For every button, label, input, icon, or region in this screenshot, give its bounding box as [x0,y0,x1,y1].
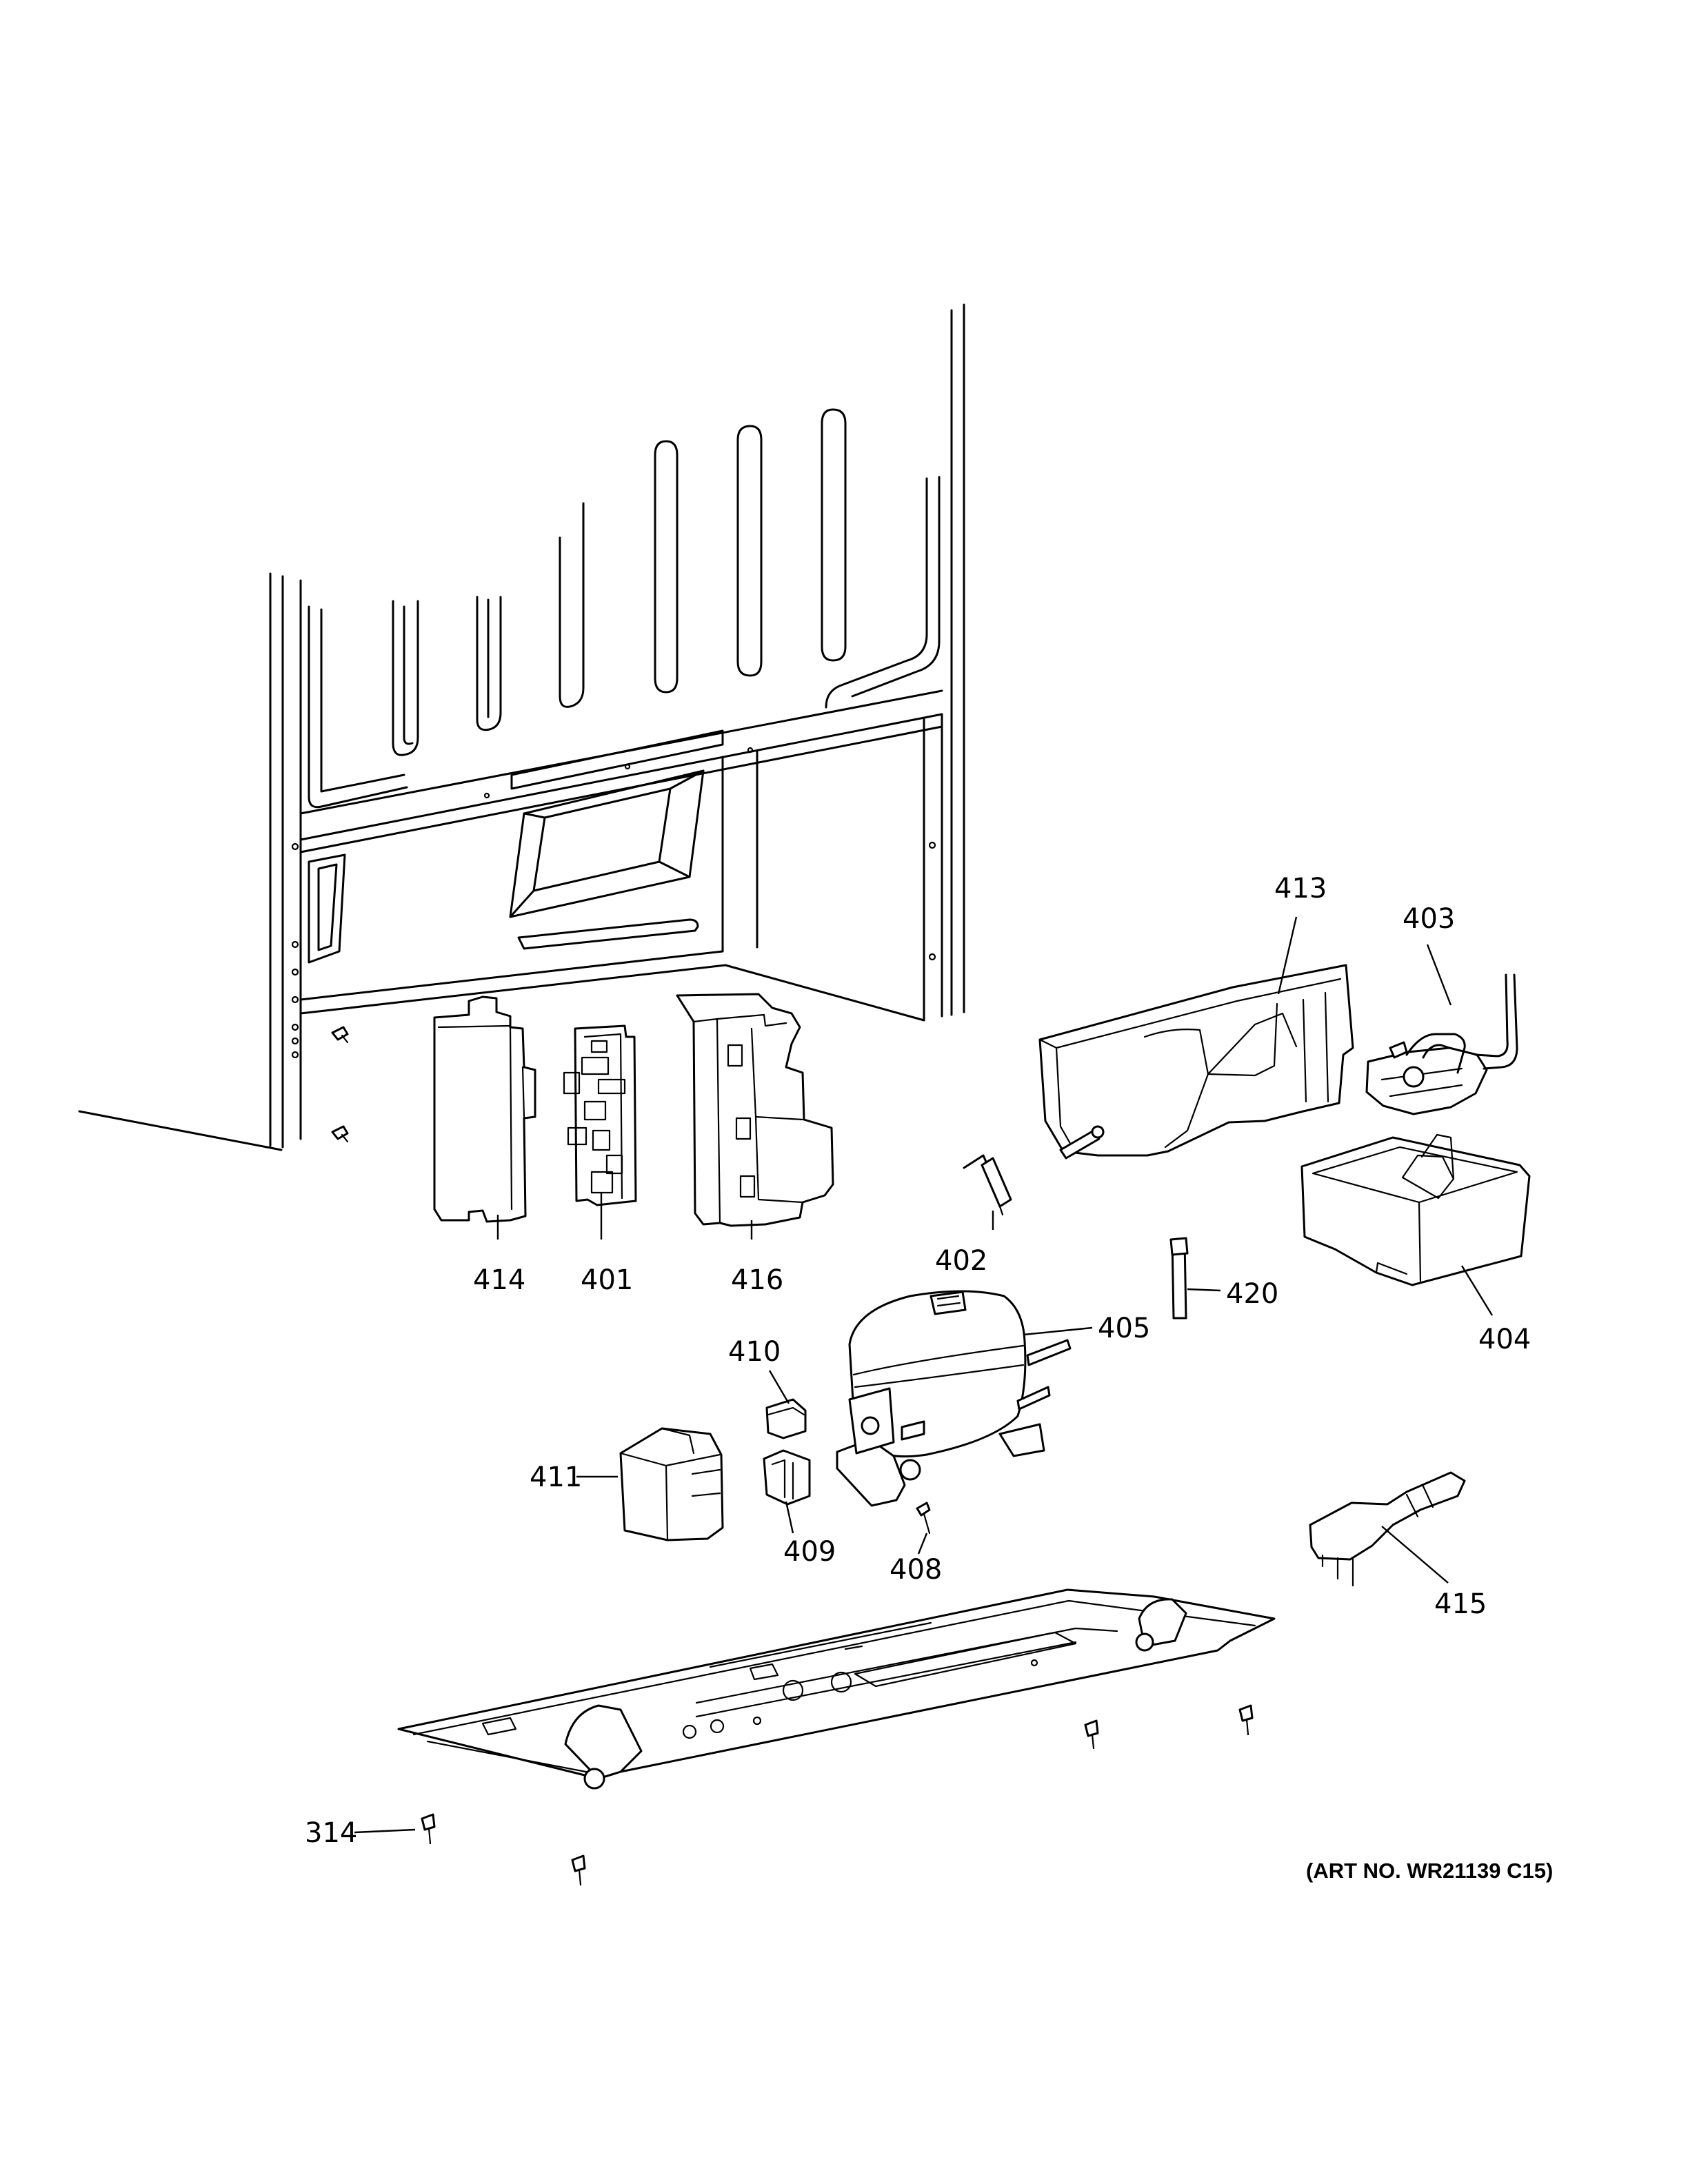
callout-405: 405 [1098,1313,1150,1344]
part-415-power-cord-connector [1309,1471,1466,1587]
callout-416: 416 [731,1264,783,1296]
part-413-drain-pan [1038,964,1354,1160]
screw-left-lower [331,1125,349,1143]
screw-314 [421,1813,436,1845]
callout-409: 409 [783,1536,836,1568]
part-408-clip [916,1502,931,1535]
callout-401: 401 [581,1264,633,1296]
part-405-compressor [836,1290,1072,1507]
callout-402: 402 [935,1245,987,1277]
part-416-control-housing [676,993,834,1227]
callout-410: 410 [728,1336,781,1368]
part-402-thermistor [963,1154,1012,1216]
callout-314: 314 [305,1817,357,1849]
part-401-control-board [563,1024,637,1206]
cabinet-back-panel [78,303,965,1151]
callout-404: 404 [1478,1324,1531,1355]
screw-left-upper [331,1026,349,1044]
part-411-capacitor [619,1427,724,1541]
part-409-relay [763,1449,811,1506]
part-410-overload [765,1398,807,1439]
screw-bottom-left [571,1854,586,1886]
part-420-drain-tube [1169,1237,1189,1320]
callout-413: 413 [1274,873,1327,904]
screw-base-right-1 [1084,1719,1099,1750]
part-404-drain-tray [1300,1133,1531,1286]
machine-compartment-base-pan [397,1588,1276,1790]
callout-415: 415 [1434,1588,1487,1620]
callout-411: 411 [530,1462,582,1493]
part-403-drain-heater [1365,973,1518,1115]
callout-408: 408 [890,1554,942,1586]
screw-base-right-2 [1238,1704,1254,1736]
callout-420: 420 [1226,1278,1278,1310]
art-number: (ART NO. WR21139 C15) [1306,1859,1553,1883]
leader-lines [354,916,1494,1834]
callout-414: 414 [473,1264,525,1296]
callout-403: 403 [1403,903,1455,935]
part-414-control-cover [433,995,536,1223]
